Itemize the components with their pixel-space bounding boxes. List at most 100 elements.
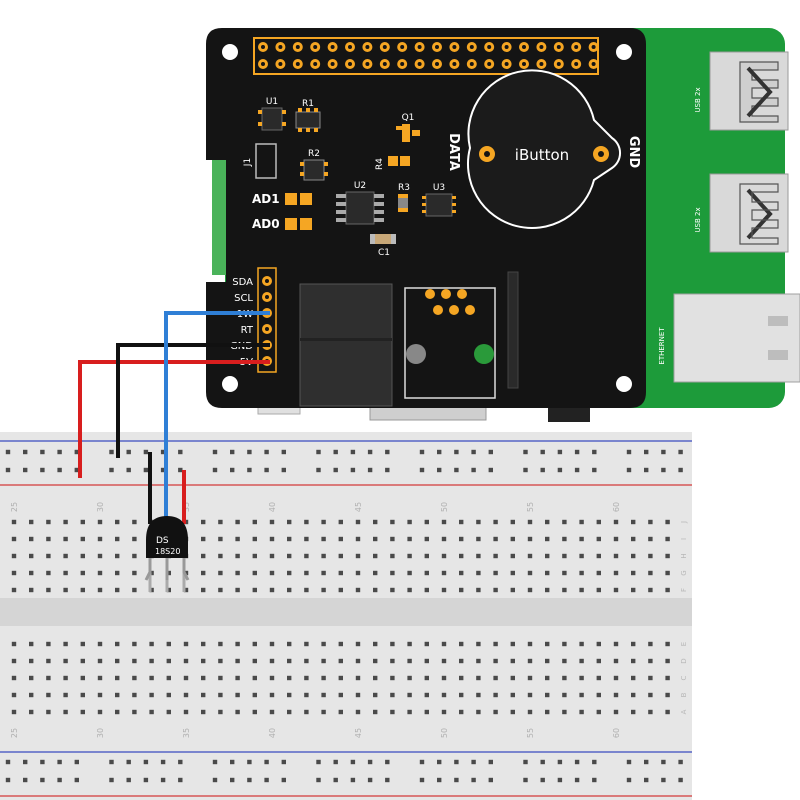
col-label: 45 bbox=[354, 728, 363, 738]
breadboard-hole bbox=[11, 570, 17, 576]
breadboard-hole bbox=[424, 641, 429, 647]
breadboard-hole bbox=[269, 587, 275, 593]
q1-label: Q1 bbox=[402, 113, 415, 123]
col-label: 25 bbox=[10, 728, 19, 738]
breadboard-hole bbox=[493, 570, 498, 576]
breadboard-hole bbox=[115, 658, 120, 664]
breadboard-hole bbox=[488, 777, 493, 783]
breadboard-hole bbox=[46, 658, 51, 664]
data-label: DATA bbox=[446, 133, 461, 171]
breadboard-hole bbox=[11, 553, 17, 559]
breadboard-hole bbox=[390, 709, 395, 715]
breadboard-hole bbox=[596, 553, 601, 559]
breadboard-hole bbox=[678, 467, 683, 473]
breadboard-hole bbox=[212, 777, 218, 783]
breadboard-hole bbox=[592, 759, 597, 765]
breadboard-hole bbox=[665, 641, 670, 647]
r1-resistor bbox=[295, 108, 321, 132]
breadboard-hole bbox=[562, 692, 567, 698]
breadboard-hole bbox=[269, 641, 275, 647]
breadboard-hole bbox=[545, 675, 550, 681]
breadboard-hole bbox=[562, 570, 567, 576]
breadboard-hole bbox=[488, 467, 493, 473]
breadboard-hole bbox=[527, 570, 533, 576]
breadboard-hole bbox=[488, 449, 493, 455]
breadboard-hole bbox=[527, 553, 533, 559]
u3-chip bbox=[422, 193, 456, 217]
breadboard-hole bbox=[355, 519, 361, 525]
breadboard-hole bbox=[97, 709, 103, 715]
breadboard-hole bbox=[613, 709, 619, 715]
breadboard-hole bbox=[574, 777, 580, 783]
breadboard-hole bbox=[441, 709, 447, 715]
breadboard-hole bbox=[80, 675, 85, 681]
breadboard-hole bbox=[40, 759, 45, 765]
breadboard-hole bbox=[304, 692, 309, 698]
breadboard-hole bbox=[626, 467, 632, 473]
breadboard-hole bbox=[143, 449, 149, 455]
breadboard-hole bbox=[510, 641, 515, 647]
breadboard-hole bbox=[459, 553, 464, 559]
breadboard-hole bbox=[338, 536, 343, 542]
breadboard-hole bbox=[385, 759, 390, 765]
breadboard-hole bbox=[424, 692, 429, 698]
breadboard-hole bbox=[407, 587, 412, 593]
ad0-pad-a bbox=[285, 218, 297, 230]
breadboard-hole bbox=[287, 553, 292, 559]
breadboard-hole bbox=[57, 467, 62, 473]
breadboard-hole bbox=[247, 449, 252, 455]
breadboard-hole bbox=[132, 587, 137, 593]
breadboard-hole bbox=[269, 709, 275, 715]
breadboard-hole bbox=[437, 759, 442, 765]
breadboard-hole bbox=[304, 553, 309, 559]
ad1-pad-a bbox=[285, 193, 297, 205]
breadboard-hole bbox=[201, 536, 206, 542]
breadboard-hole bbox=[252, 553, 257, 559]
breadboard-hole bbox=[287, 709, 292, 715]
r3-resistor bbox=[398, 194, 408, 212]
breadboard-hole bbox=[557, 759, 563, 765]
breadboard-hole bbox=[166, 709, 171, 715]
breadboard-hole bbox=[355, 709, 361, 715]
breadboard-hole bbox=[264, 467, 269, 473]
usb-label-top: USB 2x bbox=[694, 87, 702, 112]
breadboard-hole bbox=[367, 449, 373, 455]
breadboard-hole bbox=[574, 449, 580, 455]
breadboard-hole bbox=[264, 759, 269, 765]
breadboard-hole bbox=[316, 759, 321, 765]
breadboard-hole bbox=[390, 587, 395, 593]
breadboard-hole bbox=[321, 641, 326, 647]
breadboard-hole bbox=[373, 641, 378, 647]
breadboard-hole bbox=[287, 675, 292, 681]
breadboard-hole bbox=[321, 709, 326, 715]
breadboard-hole bbox=[5, 777, 11, 783]
col-label: 35 bbox=[182, 502, 191, 512]
breadboard-hole bbox=[40, 449, 45, 455]
breadboard-hole bbox=[437, 449, 442, 455]
breadboard-hole bbox=[579, 709, 584, 715]
breadboard-hole bbox=[218, 587, 223, 593]
breadboard-hole bbox=[80, 709, 85, 715]
breadboard-hole bbox=[166, 587, 171, 593]
c1-capacitor bbox=[370, 234, 396, 244]
display-connector bbox=[212, 160, 226, 275]
breadboard-hole bbox=[596, 587, 601, 593]
breadboard-hole bbox=[74, 777, 79, 783]
breadboard-hole bbox=[613, 536, 619, 542]
usb-port-top bbox=[709, 51, 789, 131]
breadboard-hole bbox=[476, 570, 481, 576]
column-numbers-top: 25 30 35 40 45 50 55 60 bbox=[10, 502, 621, 512]
breadboard-hole bbox=[562, 587, 567, 593]
breadboard-hole bbox=[648, 553, 653, 559]
breadboard: 25 30 35 40 45 50 55 60 25 30 35 40 45 5… bbox=[0, 432, 692, 800]
breadboard-hole bbox=[46, 641, 51, 647]
breadboard-hole bbox=[63, 570, 68, 576]
breadboard-hole bbox=[665, 587, 670, 593]
breadboard-hole bbox=[321, 658, 326, 664]
breadboard-hole bbox=[230, 759, 235, 765]
breadboard-hole bbox=[178, 467, 183, 473]
breadboard-hole bbox=[493, 692, 498, 698]
breadboard-hole bbox=[527, 709, 533, 715]
wire-5v-red bbox=[78, 360, 270, 478]
breadboard-hole bbox=[441, 536, 447, 542]
